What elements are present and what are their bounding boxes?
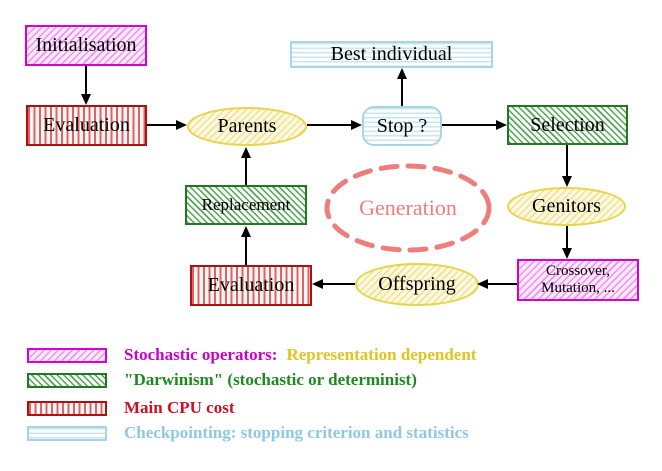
node-evaluation-bottom-label: Evaluation <box>207 274 295 296</box>
node-generation: Generation <box>323 162 493 254</box>
node-offspring-label: Offspring <box>378 273 456 295</box>
node-crossover-line1: Crossover, <box>546 262 610 279</box>
legend-row-darwinism: "Darwinism" (stochastic or determinist) <box>27 370 417 389</box>
node-selection-label: Selection <box>530 113 605 136</box>
node-stop: Stop ? <box>362 106 442 146</box>
legend-row-checkpointing: Checkpointing: stopping criterion and st… <box>27 423 469 442</box>
node-offspring: Offspring <box>355 263 479 306</box>
node-parents-label: Parents <box>217 115 277 137</box>
legend-label-cpu-cost: Main CPU cost <box>124 398 235 417</box>
node-selection: Selection <box>507 105 628 145</box>
node-best-individual: Best individual <box>290 41 493 68</box>
legend-row-cpu-cost: Main CPU cost <box>27 398 235 417</box>
legend-swatch-magenta-hatch <box>27 347 107 363</box>
legend-label-stochastic: Stochastic operators: <box>124 345 278 364</box>
legend-label-representation: Representation dependent <box>286 345 477 364</box>
node-replacement-label: Replacement <box>201 195 291 214</box>
node-evaluation-top-label: Evaluation <box>43 114 130 136</box>
legend-label-checkpointing: Checkpointing: stopping criterion and st… <box>124 423 469 442</box>
node-replacement: Replacement <box>185 185 307 225</box>
legend-swatch-green-hatch <box>27 372 107 388</box>
node-genitors-label: Genitors <box>532 195 601 217</box>
legend-swatch-cyan-stripes <box>27 425 107 441</box>
legend-swatch-red-stripes <box>27 400 107 416</box>
legend-row-stochastic: Stochastic operators: Representation dep… <box>27 345 477 364</box>
node-initialisation: Initialisation <box>25 25 147 66</box>
node-crossover-line2: Mutation, ... <box>541 280 615 296</box>
node-genitors: Genitors <box>507 187 626 226</box>
generation-dashed-ellipse-icon <box>324 163 492 253</box>
node-crossover-mutation: Crossover, Mutation, ... <box>517 259 639 301</box>
node-generation-label: Generation <box>359 195 457 220</box>
node-evaluation-bottom: Evaluation <box>190 265 312 306</box>
node-best-individual-label: Best individual <box>330 43 453 65</box>
legend-label-darwinism: "Darwinism" (stochastic or determinist) <box>124 370 417 389</box>
node-initialisation-label: Initialisation <box>35 34 137 56</box>
node-stop-label: Stop ? <box>376 114 428 137</box>
node-parents: Parents <box>187 107 307 146</box>
node-evaluation-top: Evaluation <box>26 105 147 146</box>
